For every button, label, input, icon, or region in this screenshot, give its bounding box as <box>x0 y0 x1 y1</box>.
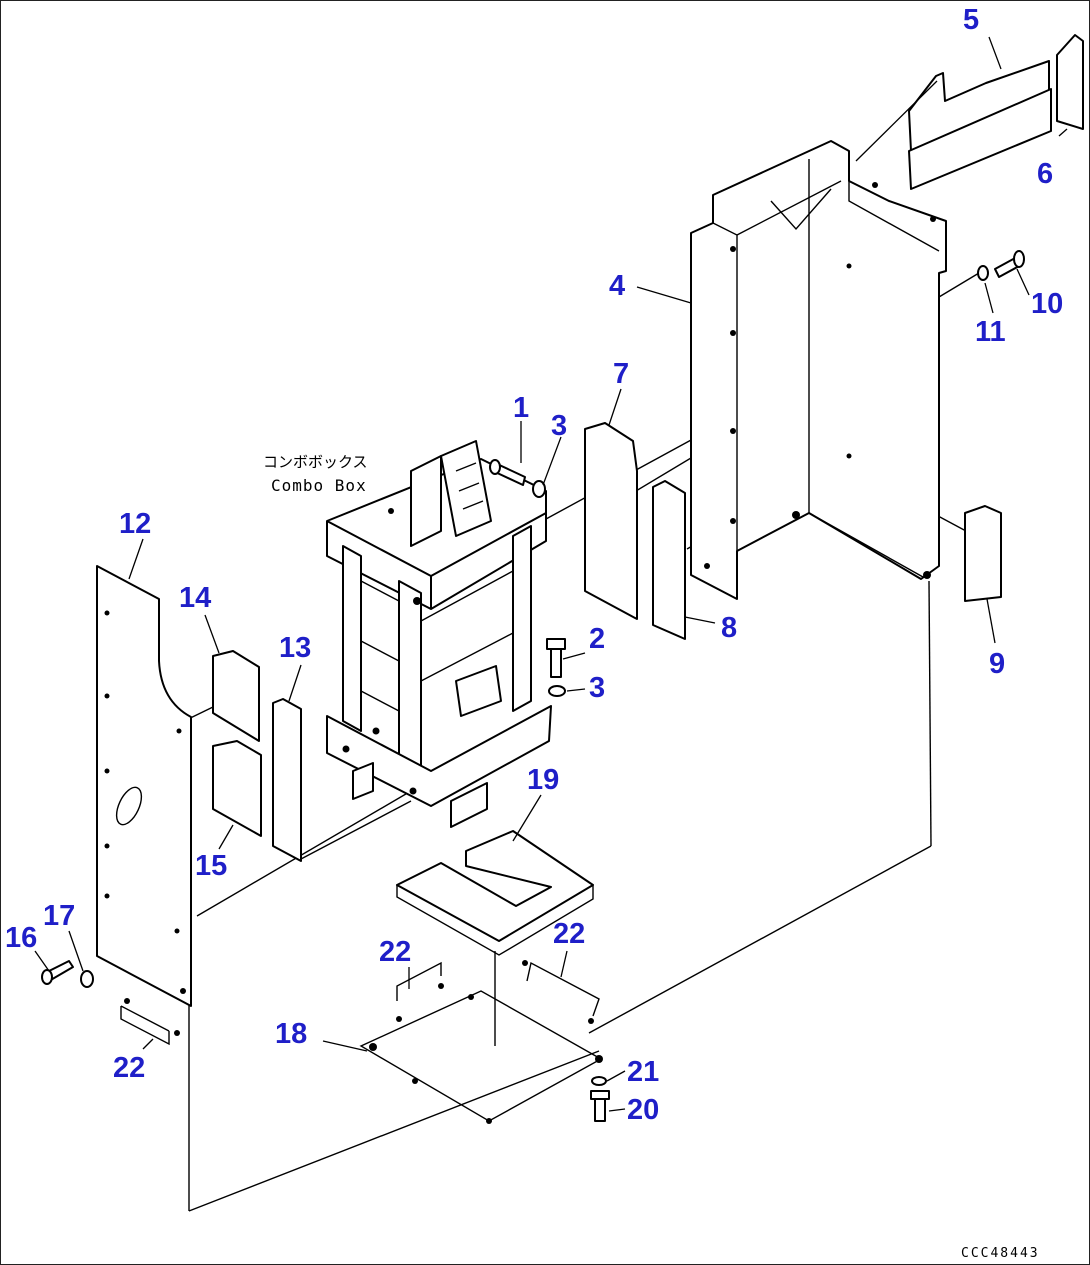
combo-box-frame <box>326 440 552 828</box>
callout-numbers: 1 2 3 3 4 5 6 7 8 9 10 11 12 13 14 15 16… <box>5 4 1063 1126</box>
part-17-washer <box>80 970 94 988</box>
part-11-washer <box>977 265 989 281</box>
part-19-mat <box>396 830 594 956</box>
combo-box-label-en: Combo Box <box>271 476 367 495</box>
part-8-seal <box>652 480 686 640</box>
callout-11: 11 <box>975 316 1006 348</box>
callout-22-left: 22 <box>113 1052 145 1084</box>
callout-20: 20 <box>627 1094 659 1126</box>
part-7-pad <box>584 422 638 620</box>
callout-16: 16 <box>5 922 37 954</box>
callout-5: 5 <box>963 4 979 36</box>
part-20-bolt <box>590 1090 610 1122</box>
callout-21: 21 <box>627 1056 659 1088</box>
callout-22-right: 22 <box>553 918 585 950</box>
callout-3-lower: 3 <box>589 672 605 704</box>
part-1-bolt <box>489 459 526 486</box>
part-9-pad <box>964 505 1002 602</box>
part-22-bracket-center <box>396 961 444 1022</box>
part-3-washer-lower <box>548 685 566 697</box>
callout-14: 14 <box>179 582 211 614</box>
part-12-side-cover <box>96 565 192 1007</box>
callout-19: 19 <box>527 764 559 796</box>
part-13-seal <box>272 698 302 862</box>
part-14-pad <box>212 650 260 742</box>
part-22-bracket-left <box>120 998 180 1046</box>
part-3-washer-upper <box>532 480 546 498</box>
callout-13: 13 <box>279 632 311 664</box>
callout-17: 17 <box>43 900 75 932</box>
callout-6: 6 <box>1037 158 1053 190</box>
callout-18: 18 <box>275 1018 307 1050</box>
callout-10: 10 <box>1031 288 1063 320</box>
part-21-washer <box>591 1076 607 1086</box>
callout-8: 8 <box>721 612 737 644</box>
combo-box-label-jp: コンボボックス <box>263 453 368 471</box>
part-5-pad <box>908 60 1052 190</box>
callout-2: 2 <box>589 623 605 655</box>
callout-3-upper: 3 <box>551 410 567 442</box>
callout-leader-lines <box>34 36 1068 1112</box>
part-4-rear-cover <box>690 140 947 600</box>
callout-12: 12 <box>119 508 151 540</box>
callout-4: 4 <box>609 270 625 302</box>
part-22-bracket-right <box>522 960 600 1024</box>
callout-22-center: 22 <box>379 936 411 968</box>
part-18-floor-plate <box>359 990 603 1124</box>
part-6-seal <box>1056 34 1084 130</box>
callout-9: 9 <box>989 648 1005 680</box>
part-16-bolt <box>41 960 74 985</box>
drawing-code: CCC48443 <box>961 1246 1040 1261</box>
part-10-bolt <box>994 250 1025 278</box>
callout-15: 15 <box>195 850 227 882</box>
callout-7: 7 <box>613 358 629 390</box>
part-2-bolt <box>546 638 566 678</box>
part-15-pad <box>212 740 262 837</box>
callout-1: 1 <box>513 392 529 424</box>
